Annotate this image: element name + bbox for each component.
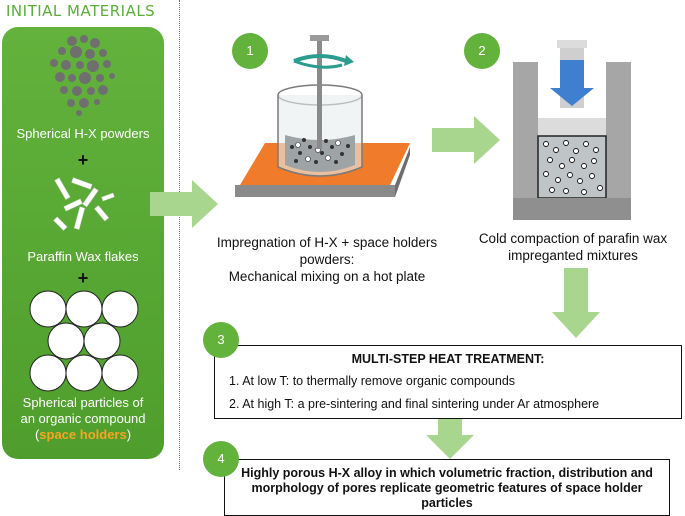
space-holder-spheres-icon (29, 290, 139, 392)
heat-treatment-title: MULTI-STEP HEAT TREATMENT: (351, 352, 545, 366)
plus-sign-2: + (77, 268, 89, 288)
plus-sign: + (77, 150, 89, 170)
space-holder-label-line3: (space holders) (34, 427, 132, 442)
divider-line (179, 0, 180, 470)
space-holders-highlight: space holders (39, 427, 127, 442)
paraffin-flakes-icon (53, 177, 115, 231)
step-2-caption: Cold compaction of parafin wax impregant… (461, 230, 685, 264)
hx-powder-label: Spherical H-X powders (16, 126, 150, 141)
step-3-badge: 3 (203, 322, 239, 358)
step-4-badge: 4 (203, 441, 239, 477)
step-2-caption-line1: Cold compaction of parafin wax (478, 231, 668, 246)
arrow-to-step2 (432, 116, 500, 164)
step-1-caption-line3: Mechanical mixing on a hot plate (228, 269, 426, 284)
arrow-to-step1 (150, 180, 218, 228)
initial-materials-panel: Spherical H-X powders + Paraffin Wax fla… (2, 27, 164, 459)
heat-treatment-item-2: 2. At high T: a pre-sintering and final … (229, 397, 600, 411)
heat-treatment-item-1: 1. At low T: to thermally remove organic… (229, 374, 516, 388)
step-1-caption: Impregnation of H-X + space holders powd… (193, 234, 461, 285)
heat-treatment-box: MULTI-STEP HEAT TREATMENT: 1. At low T: … (214, 345, 682, 419)
step-2-badge: 2 (464, 33, 500, 69)
paraffin-flakes-label: Paraffin Wax flakes (27, 249, 139, 264)
step-1-badge: 1 (232, 33, 268, 69)
step-1-caption-line1: Impregnation of H-X + space holders (216, 235, 438, 250)
hot-plate-stirrer-illustration (235, 35, 410, 197)
initial-materials-heading: INITIAL MATERIALS (6, 2, 156, 20)
space-holder-label-line2: an organic compound (20, 411, 146, 426)
step-2-caption-line2: impreganted mixtures (508, 248, 638, 263)
final-result-text: Highly porous H-X alloy in which volumet… (241, 466, 653, 510)
space-holder-label-line1: Spherical particles of (22, 395, 144, 410)
cold-press-illustration (513, 40, 631, 220)
step-1-caption-line2: powders: (299, 252, 355, 267)
hx-powder-icon (50, 35, 115, 116)
arrow-to-step3 (552, 268, 600, 338)
final-result-box: Highly porous H-X alloy in which volumet… (224, 459, 670, 516)
arrow-to-step4 (426, 417, 474, 459)
